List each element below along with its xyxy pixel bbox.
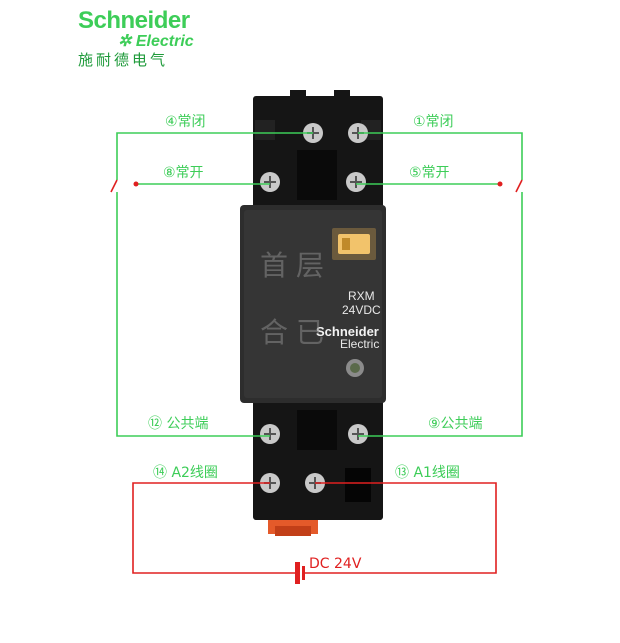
socket-top	[253, 90, 383, 216]
terminal-5-screw-icon	[346, 172, 366, 192]
svg-text:已: 已	[296, 316, 324, 349]
wire-left-nc	[116, 132, 313, 180]
relay-voltage: 24VDC	[342, 303, 381, 317]
logo-brand-sub-text: Electric	[135, 33, 194, 50]
wire-coil-a1	[305, 482, 497, 574]
dc-supply-battery-icon	[295, 562, 305, 584]
left-switch-icon	[110, 179, 118, 193]
label-t4-nc: ④常闭	[165, 114, 206, 130]
coil-wiring	[132, 482, 497, 574]
wire-coil-a2	[132, 482, 295, 574]
relay-model: RXM	[348, 289, 375, 303]
logo-brand-sub: ✲ Electric	[118, 34, 194, 50]
contact-switches	[110, 179, 523, 193]
schneider-logo: Schneider ✲ Electric 施耐德电气	[78, 8, 194, 70]
relay-body: RXM 24VDC Schneider Electric 首 层 合 已	[240, 205, 386, 403]
wire-right-com	[358, 192, 523, 437]
contact-wiring	[116, 132, 523, 437]
watermark-bottom: 合	[260, 316, 288, 349]
label-t9-com: ⑨公共端	[428, 416, 483, 432]
wire-left-com	[116, 192, 270, 437]
logo-chinese-name: 施耐德电气	[78, 51, 169, 69]
terminal-labels: ④常闭 ①常闭 ⑧常开 ⑤常开 ⑫ 公共端 ⑨公共端 ⑭ A2线圈 ⑬ A1线圈	[146, 112, 498, 481]
watermark-top: 首	[260, 249, 288, 282]
wire-right-nc	[358, 132, 523, 180]
terminal-8-screw-icon	[260, 172, 280, 192]
relay-brand-sub: Electric	[340, 337, 379, 351]
svg-text:层: 层	[296, 249, 324, 282]
label-t8-no: ⑧常开	[163, 165, 204, 181]
logo-s-icon: ✲	[118, 33, 132, 50]
socket-bottom	[253, 398, 383, 536]
logo-brand-name: Schneider	[78, 7, 190, 34]
supply-label: DC 24V	[309, 556, 362, 572]
label-t5-no: ⑤常开	[409, 165, 450, 181]
terminal-9-screw-icon	[348, 424, 368, 444]
label-t1-nc: ①常闭	[413, 114, 454, 130]
terminal-12-screw-icon	[260, 424, 280, 444]
label-t13-a1: ⑬ A1线圈	[395, 465, 460, 481]
label-t12-com: ⑫ 公共端	[148, 416, 208, 432]
label-t14-a2: ⑭ A2线圈	[153, 465, 218, 481]
right-switch-icon	[515, 179, 523, 193]
relay-brand: Schneider	[316, 324, 379, 339]
